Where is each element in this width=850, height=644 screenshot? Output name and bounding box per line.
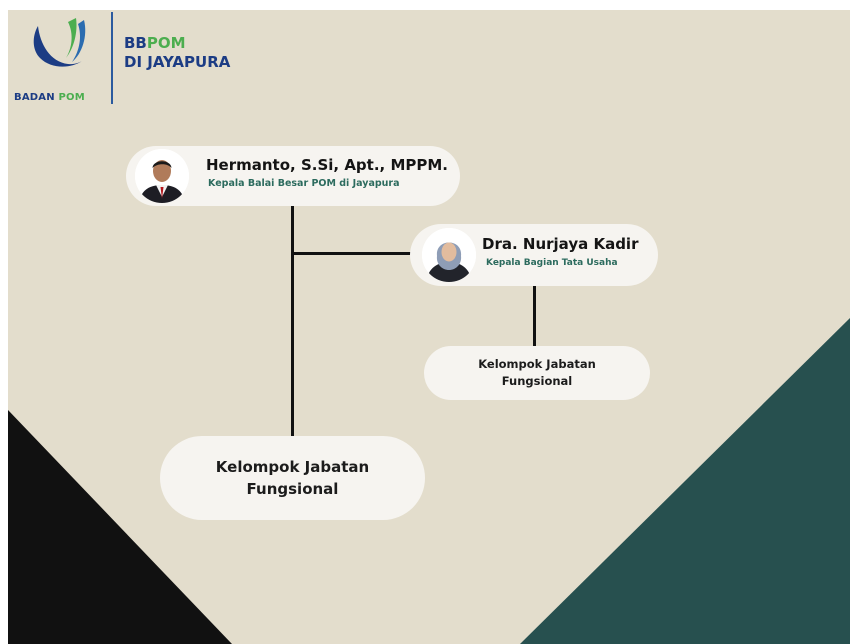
org-name-line2: DI JAYAPURA xyxy=(124,53,231,71)
secretary-group-label: Kelompok Jabatan Fungsional xyxy=(478,357,596,388)
badan-pom-logo: BADAN POM xyxy=(10,14,108,103)
secretary-name: Dra. Nurjaya Kadir xyxy=(482,235,639,253)
teal-corner-shape xyxy=(520,318,850,644)
head-node: Hermanto, S.Si, Apt., MPPM. Kepala Balai… xyxy=(126,146,460,206)
top-border xyxy=(0,0,850,10)
org-name-pom: POM xyxy=(146,34,186,52)
org-name-line1: BBPOM xyxy=(124,34,230,53)
black-corner-shape xyxy=(8,410,232,644)
head-title: Kepala Balai Besar POM di Jayapura xyxy=(208,178,400,189)
org-name: BBPOM DI JAYAPURA xyxy=(124,34,230,72)
head-group-label: Kelompok Jabatan Fungsional xyxy=(215,458,370,498)
logo-text-part1: BADAN xyxy=(14,92,55,103)
connector-head-vertical xyxy=(291,204,294,438)
logo-mark-icon xyxy=(33,18,86,67)
logo-text-part2: POM xyxy=(58,92,85,103)
head-name: Hermanto, S.Si, Apt., MPPM. xyxy=(206,156,448,174)
secretary-node: Dra. Nurjaya Kadir Kepala Bagian Tata Us… xyxy=(410,224,658,286)
connector-secretary-vertical xyxy=(533,286,536,346)
org-name-bb: BB xyxy=(124,34,147,52)
secretary-group-node: Kelompok Jabatan Fungsional xyxy=(424,346,650,400)
head-group-node: Kelompok Jabatan Fungsional xyxy=(160,436,425,520)
left-border xyxy=(0,0,8,644)
head-avatar xyxy=(135,149,189,203)
secretary-portrait-icon xyxy=(422,228,476,282)
logo-divider xyxy=(111,12,113,104)
logo-text: BADAN POM xyxy=(14,92,85,103)
head-portrait-icon xyxy=(135,149,189,203)
secretary-title: Kepala Bagian Tata Usaha xyxy=(486,258,618,268)
connector-head-to-secretary xyxy=(291,252,411,255)
secretary-avatar xyxy=(422,228,476,282)
